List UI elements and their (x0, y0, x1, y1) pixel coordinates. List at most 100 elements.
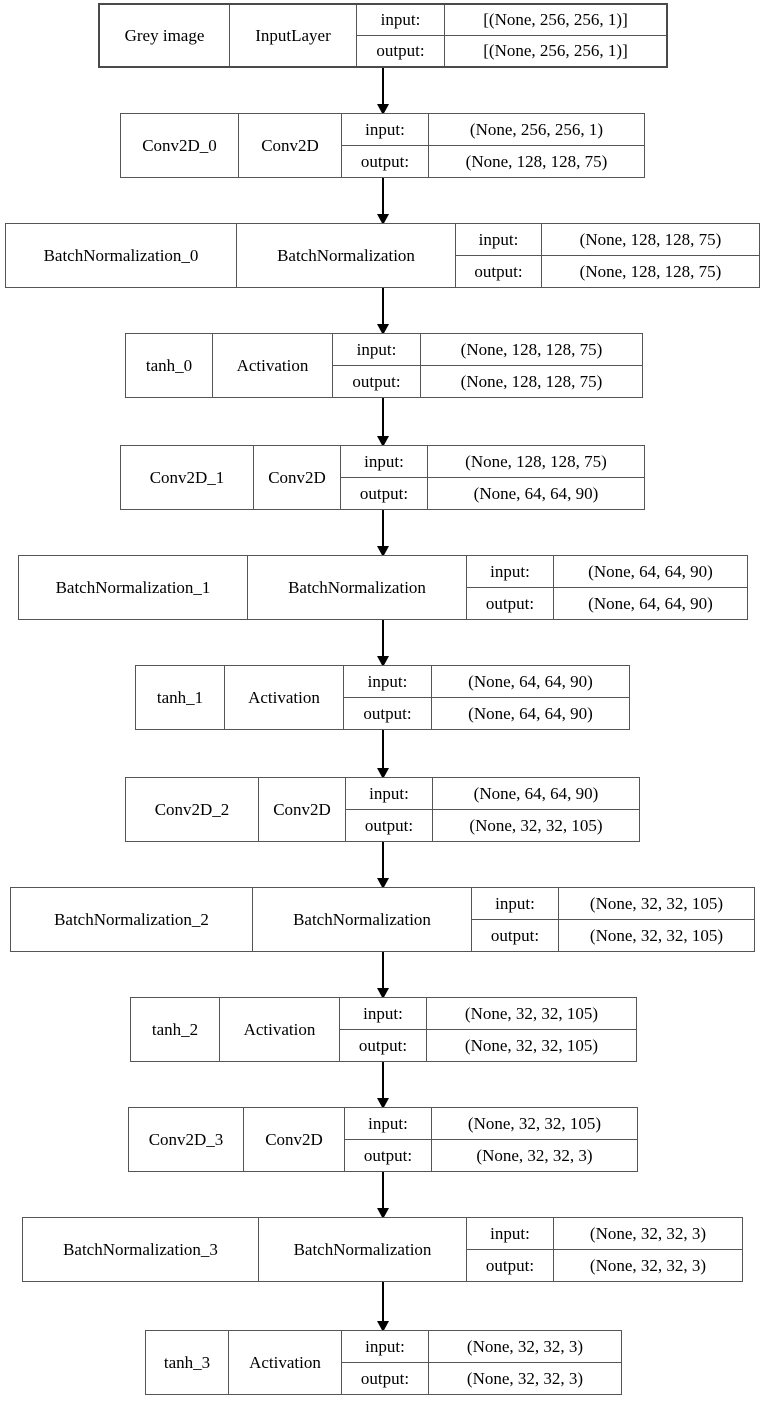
layer-io-table: input: (None, 128, 128, 75) output: (None, … (333, 334, 642, 397)
input-label: input: (346, 778, 433, 809)
layer-io-table: input: (None, 64, 64, 90) output: (None, 32… (346, 778, 639, 841)
layer-input-row: input:(None, 32, 32, 105) (345, 1108, 637, 1140)
layer-input-row: input:(None, 32, 32, 105) (340, 998, 636, 1030)
input-shape: (None, 128, 128, 75) (465, 451, 607, 471)
layer-io-table: input:(None, 128, 128, 75)output: (None, … (456, 224, 759, 287)
output-shape: (None, 128, 128, 75) (460, 371, 603, 391)
output-shape: (None, 128, 128, 75) (579, 261, 722, 281)
layer-input-row: input: (None, 128, 128, 75) (333, 334, 642, 366)
input-label: input: (345, 1108, 432, 1139)
layer-type: Activation (220, 998, 340, 1061)
input-shape: [(None, 256, 256, 1)] (483, 10, 628, 30)
layer-type: Conv2D (259, 778, 346, 841)
layer-output-row: output:(None, 32, 32, 105) (472, 920, 754, 951)
layer-type: Activation (225, 666, 344, 729)
layer-io-table: input: [(None, 256, 256, 1)] output: [(None… (357, 5, 666, 66)
layer-output-row: output: [(None, 256, 256, 1)] (357, 36, 666, 66)
output-label: output: (467, 1250, 554, 1281)
layer-type: Conv2D (244, 1108, 345, 1171)
input-label: input: (341, 446, 428, 477)
layer-io-table: input:(None, 64, 64, 90)output: (None, 64… (467, 556, 747, 619)
connector-arrowhead-icon (377, 988, 389, 999)
layer-output-row: output: (None, 128, 128, 75) (456, 256, 759, 287)
layer-type: Activation (213, 334, 333, 397)
layer-input-row: input:(None, 64, 64, 90) (344, 666, 629, 698)
input-label: input: (472, 888, 559, 919)
connector-arrow (382, 68, 384, 104)
layer-type: BatchNormalization (259, 1218, 467, 1281)
layer-input-row: input:(None, 128, 128, 75) (456, 224, 759, 256)
input-shape: (None, 256, 256, 1) (469, 119, 604, 139)
layer-output-row: output: (None, 32, 32, 105) (346, 810, 639, 841)
output-label: output: (333, 366, 421, 397)
connector-arrowhead-icon (377, 656, 389, 667)
layer-name: tanh_2 (131, 998, 220, 1061)
connector-arrowhead-icon (377, 1208, 389, 1219)
layer-output-row: output: (None, 64, 64, 90) (467, 588, 747, 619)
connector-arrowhead-icon (377, 1321, 389, 1332)
connector-arrowhead-icon (377, 878, 389, 889)
output-shape: (None, 32, 32, 105) (469, 815, 603, 835)
input-label: input: (333, 334, 421, 365)
connector-arrowhead-icon (377, 104, 389, 115)
layer-input-row: input:(None, 32, 32, 3) (342, 1331, 621, 1363)
input-label: input: (342, 1331, 429, 1362)
connector-arrowhead-icon (377, 768, 389, 779)
layer-output-row: output:(None, 32, 32, 105) (340, 1030, 636, 1061)
output-label: output: (472, 920, 559, 951)
layer-name: Conv2D_3 (129, 1108, 244, 1171)
output-label: output: (340, 1030, 427, 1061)
connector-arrow (382, 1062, 384, 1098)
layer-name: Grey image (100, 5, 230, 66)
layer-io-table: input:(None, 32, 32, 105)output:(None, 3… (340, 998, 636, 1061)
layer-name: Conv2D_2 (126, 778, 259, 841)
output-shape: [(None, 256, 256, 1)] (483, 41, 628, 61)
layer-input-row: input: [(None, 256, 256, 1)] (357, 5, 666, 36)
layer-input-row: input:(None, 64, 64, 90) (467, 556, 747, 588)
connector-arrow (382, 288, 384, 324)
output-label: output: (357, 36, 445, 66)
connector-arrowhead-icon (377, 214, 389, 225)
layer-name: tanh_3 (146, 1331, 229, 1394)
layer-io-table: input:(None, 32, 32, 3)output: (None, 32,… (342, 1331, 621, 1394)
output-shape: (None, 64, 64, 90) (588, 593, 713, 613)
layer-output-row: output: (None, 128, 128, 75) (333, 366, 642, 397)
layer-output-row: output: (None, 32, 32, 3) (467, 1250, 742, 1281)
layer-name: tanh_0 (126, 334, 213, 397)
output-shape: (None, 32, 32, 3) (466, 1368, 584, 1388)
input-shape: (None, 32, 32, 3) (589, 1223, 707, 1243)
output-label: output: (344, 698, 432, 729)
input-label: input: (340, 998, 427, 1029)
output-label: output: (346, 810, 433, 841)
output-shape: (None, 32, 32, 3) (589, 1255, 707, 1275)
layer-name: Conv2D_1 (121, 446, 254, 509)
layer-output-row: output:(None, 64, 64, 90) (344, 698, 629, 729)
connector-arrowhead-icon (377, 324, 389, 335)
input-shape: (None, 64, 64, 90) (473, 783, 599, 803)
connector-arrow (382, 1282, 384, 1321)
output-label: output: (342, 1363, 429, 1394)
output-label: output: (467, 588, 554, 619)
layer-type: InputLayer (230, 5, 357, 66)
layer-type: Activation (229, 1331, 342, 1394)
output-label: output: (456, 256, 542, 287)
layer-name: BatchNormalization_2 (11, 888, 253, 951)
input-shape: (None, 128, 128, 75) (460, 339, 603, 359)
input-label: input: (357, 5, 445, 35)
layer-io-table: input:(None, 32, 32, 105)output:(None, 3… (472, 888, 754, 951)
connector-arrowhead-icon (377, 436, 389, 447)
layer-type: Conv2D (254, 446, 341, 509)
